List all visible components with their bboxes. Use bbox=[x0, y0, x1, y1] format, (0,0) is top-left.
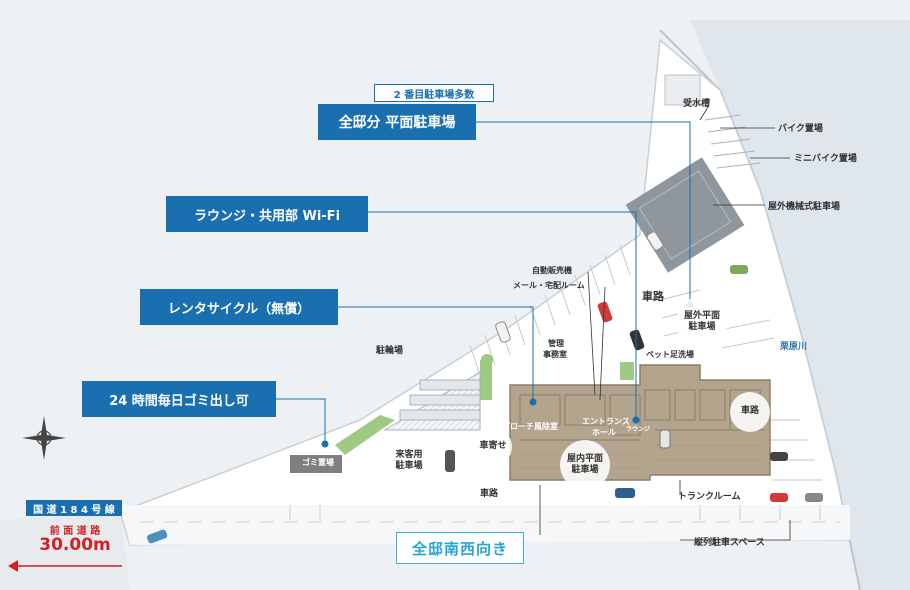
outdoor-parking-line-2: 駐車場 bbox=[688, 322, 716, 332]
label-wind-room: 風除室 bbox=[534, 422, 558, 431]
label-entrance-1: エントランス bbox=[582, 417, 630, 426]
label-vending: 自動販売機 bbox=[532, 266, 572, 275]
drop-off-text: 車寄せ bbox=[479, 441, 507, 452]
label-guest-parking: 来客用駐車場 bbox=[384, 436, 434, 486]
label-leaders bbox=[539, 106, 791, 541]
route-label: 国 道 1 8 4 号 線 bbox=[26, 500, 122, 516]
label-garbage-room: ゴミ置場 bbox=[302, 458, 334, 467]
callout-garbage: 24 時間毎日ゴミ出し可 bbox=[82, 381, 276, 417]
guest-parking-line-1: 来客用 bbox=[395, 449, 423, 460]
label-lounge: ラウンジ bbox=[626, 426, 651, 433]
label-mini-bike: ミニバイク置場 bbox=[794, 154, 857, 164]
garbage-room bbox=[290, 455, 342, 473]
label-indoor-parking: 屋内平面駐車場 bbox=[560, 440, 610, 490]
outdoor-parking-line-1: 屋外平面 bbox=[683, 310, 720, 321]
label-mail-parcel: メール・宅配ルーム bbox=[513, 281, 585, 290]
label-road-bottom: 車路 bbox=[480, 489, 499, 499]
cars bbox=[147, 231, 823, 544]
label-mechanical-parking: 屋外機械式駐車場 bbox=[768, 202, 841, 212]
indoor-parking-line-1: 屋内平面 bbox=[566, 453, 603, 464]
label-road-right: 車路 bbox=[730, 392, 770, 432]
callout-rental-cycle: レンタサイクル（無償） bbox=[140, 289, 338, 325]
label-pet-wash: ペット足洗場 bbox=[646, 350, 694, 359]
label-trunk-room: トランクルーム bbox=[678, 492, 741, 502]
label-outdoor-parking: 屋外平面駐車場 bbox=[676, 296, 728, 348]
callout-south-facing: 全邸南西向き bbox=[396, 532, 524, 564]
compass-rose-icon bbox=[22, 416, 66, 460]
label-water-tank: 受水槽 bbox=[683, 99, 711, 109]
guest-parking-line-2: 駐車場 bbox=[395, 461, 423, 471]
front-road-label: 前 面 道 路 bbox=[49, 526, 101, 537]
label-bike-parking: バイク置場 bbox=[778, 124, 823, 134]
callout-parking-all: 全邸分 平面駐車場 bbox=[318, 104, 476, 140]
callout-parking-sub: 2 番目駐車場多数 bbox=[374, 84, 494, 102]
label-river: 栗原川 bbox=[780, 342, 808, 352]
label-management-1: 管理 bbox=[548, 339, 564, 348]
river bbox=[690, 20, 910, 590]
greenery bbox=[335, 354, 634, 455]
callout-wifi: ラウンジ・共用部 Wi-Fi bbox=[166, 196, 368, 232]
parking-stalls-bottom bbox=[289, 505, 821, 520]
label-tandem-parking: 縦列駐車スペース bbox=[694, 538, 765, 548]
front-road bbox=[0, 512, 130, 590]
bicycle-racks bbox=[399, 379, 481, 421]
label-approach: アプローチ bbox=[494, 422, 534, 431]
road-right-text: 車路 bbox=[740, 406, 759, 417]
arrow-left-icon bbox=[8, 560, 18, 572]
water-tank-area bbox=[664, 74, 701, 106]
label-bicycle: 駐輪場 bbox=[376, 346, 404, 356]
label-entrance-2: ホール bbox=[592, 428, 616, 437]
bottom-road bbox=[120, 505, 850, 545]
indoor-parking-line-2: 駐車場 bbox=[571, 465, 599, 475]
front-road-width: 30.00m bbox=[39, 535, 111, 555]
label-management-2: 事務室 bbox=[543, 350, 567, 359]
label-drop-off: 車寄せ bbox=[474, 428, 512, 466]
label-road-top: 車路 bbox=[642, 290, 664, 303]
